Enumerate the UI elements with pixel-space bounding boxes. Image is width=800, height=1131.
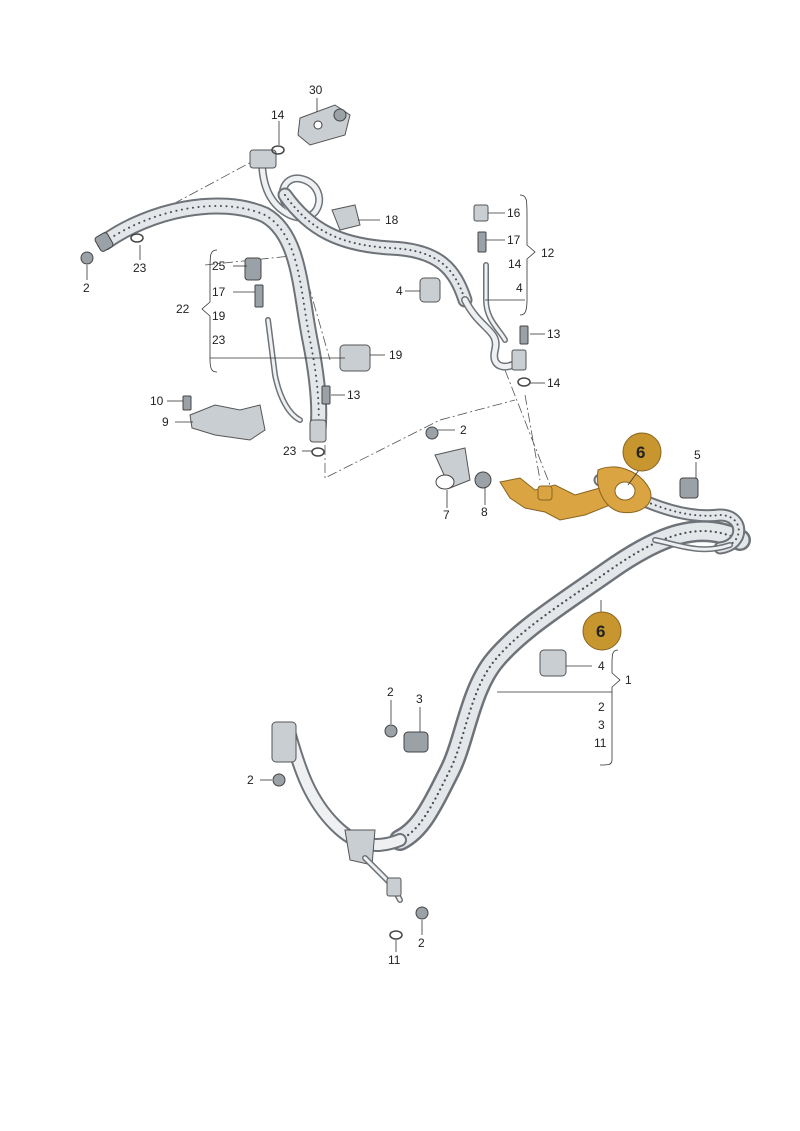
label-4-lower: 4	[598, 659, 605, 673]
label-23-bottom: 23	[283, 444, 297, 458]
left-service-pipe[interactable]	[265, 317, 303, 423]
oring-11-bottom[interactable]	[389, 930, 403, 940]
label-16: 16	[507, 206, 521, 220]
label-2-left: 2	[83, 281, 90, 295]
label-30: 30	[309, 83, 323, 97]
nut-2-bottom[interactable]	[415, 906, 429, 920]
label-13-left: 13	[347, 388, 361, 402]
label-2-left-lower: 2	[247, 773, 254, 787]
label-12: 12	[541, 246, 555, 260]
badge-6-upper[interactable]: 6	[622, 432, 662, 472]
label-18: 18	[385, 213, 399, 227]
leader-lines	[86, 98, 697, 952]
grommet-3[interactable]	[403, 731, 429, 753]
valve-core-17-right[interactable]	[477, 231, 487, 253]
label-10: 10	[150, 394, 164, 408]
callout-labels: 30 14 18 16 17 12 14 4 4 13 14 2 23 25 1…	[83, 83, 701, 967]
oring-23-bottom[interactable]	[311, 447, 325, 457]
label-14-oring: 14	[547, 376, 561, 390]
label-7: 7	[443, 508, 450, 522]
bolt-13-left[interactable]	[321, 385, 331, 405]
label-11-group: 11	[594, 736, 607, 750]
bracket-9[interactable]	[189, 404, 266, 441]
label-2-group: 2	[598, 700, 605, 714]
highlighted-pipe-6[interactable]	[499, 466, 652, 521]
bolt-10[interactable]	[182, 395, 192, 411]
oring-23-left[interactable]	[130, 233, 144, 243]
grommet-4-upper[interactable]	[419, 277, 441, 303]
nut-2-left[interactable]	[80, 251, 94, 265]
label-3-group: 3	[598, 718, 605, 732]
upper-left-hose[interactable]	[94, 197, 328, 443]
label-14-right-group: 14	[508, 257, 522, 271]
label-23-left: 23	[133, 261, 147, 275]
part-30-expansion-valve[interactable]	[297, 104, 351, 146]
cap-25[interactable]	[244, 257, 262, 281]
label-17-right: 17	[507, 233, 521, 247]
label-17-left: 17	[212, 285, 226, 299]
nut-2-lower[interactable]	[384, 724, 398, 738]
badge-6-upper-label: 6	[636, 443, 645, 462]
main-suction-hose[interactable]	[271, 520, 751, 903]
label-23-group: 23	[212, 333, 226, 347]
upper-middle-hose[interactable]	[277, 187, 527, 371]
oring-14-top[interactable]	[271, 145, 285, 155]
badge-6-lower-label: 6	[596, 622, 605, 641]
valve-core-17-left[interactable]	[254, 284, 264, 308]
label-11-bottom: 11	[388, 953, 401, 967]
label-3: 3	[416, 692, 423, 706]
badge-6-lower[interactable]: 6	[582, 611, 622, 651]
nut-2-left-lower[interactable]	[272, 773, 286, 787]
label-22: 22	[176, 302, 190, 316]
nut-2-mid[interactable]	[425, 426, 439, 440]
label-2-mid: 2	[460, 423, 467, 437]
label-19-group: 19	[212, 309, 226, 323]
label-19: 19	[389, 348, 403, 362]
label-13-right: 13	[547, 327, 561, 341]
label-5: 5	[694, 448, 701, 462]
label-4-right-group: 4	[516, 281, 523, 295]
label-14-top: 14	[271, 108, 285, 122]
label-8: 8	[481, 505, 488, 519]
label-4-upper: 4	[396, 284, 403, 298]
label-2-lower: 2	[387, 685, 394, 699]
bolt-13-right[interactable]	[519, 325, 529, 345]
label-25: 25	[212, 259, 226, 273]
label-1: 1	[625, 673, 632, 687]
clip-18[interactable]	[331, 204, 361, 231]
cap-16[interactable]	[473, 204, 489, 222]
oring-14-right[interactable]	[517, 377, 531, 387]
clamp-7[interactable]	[434, 447, 471, 490]
label-2-bottom: 2	[418, 936, 425, 950]
grommet-8[interactable]	[474, 471, 492, 489]
upper-thin-pipe[interactable]	[249, 149, 324, 222]
label-9: 9	[162, 415, 169, 429]
grommet-4-lower[interactable]	[539, 649, 567, 677]
sensor-5[interactable]	[679, 477, 699, 499]
